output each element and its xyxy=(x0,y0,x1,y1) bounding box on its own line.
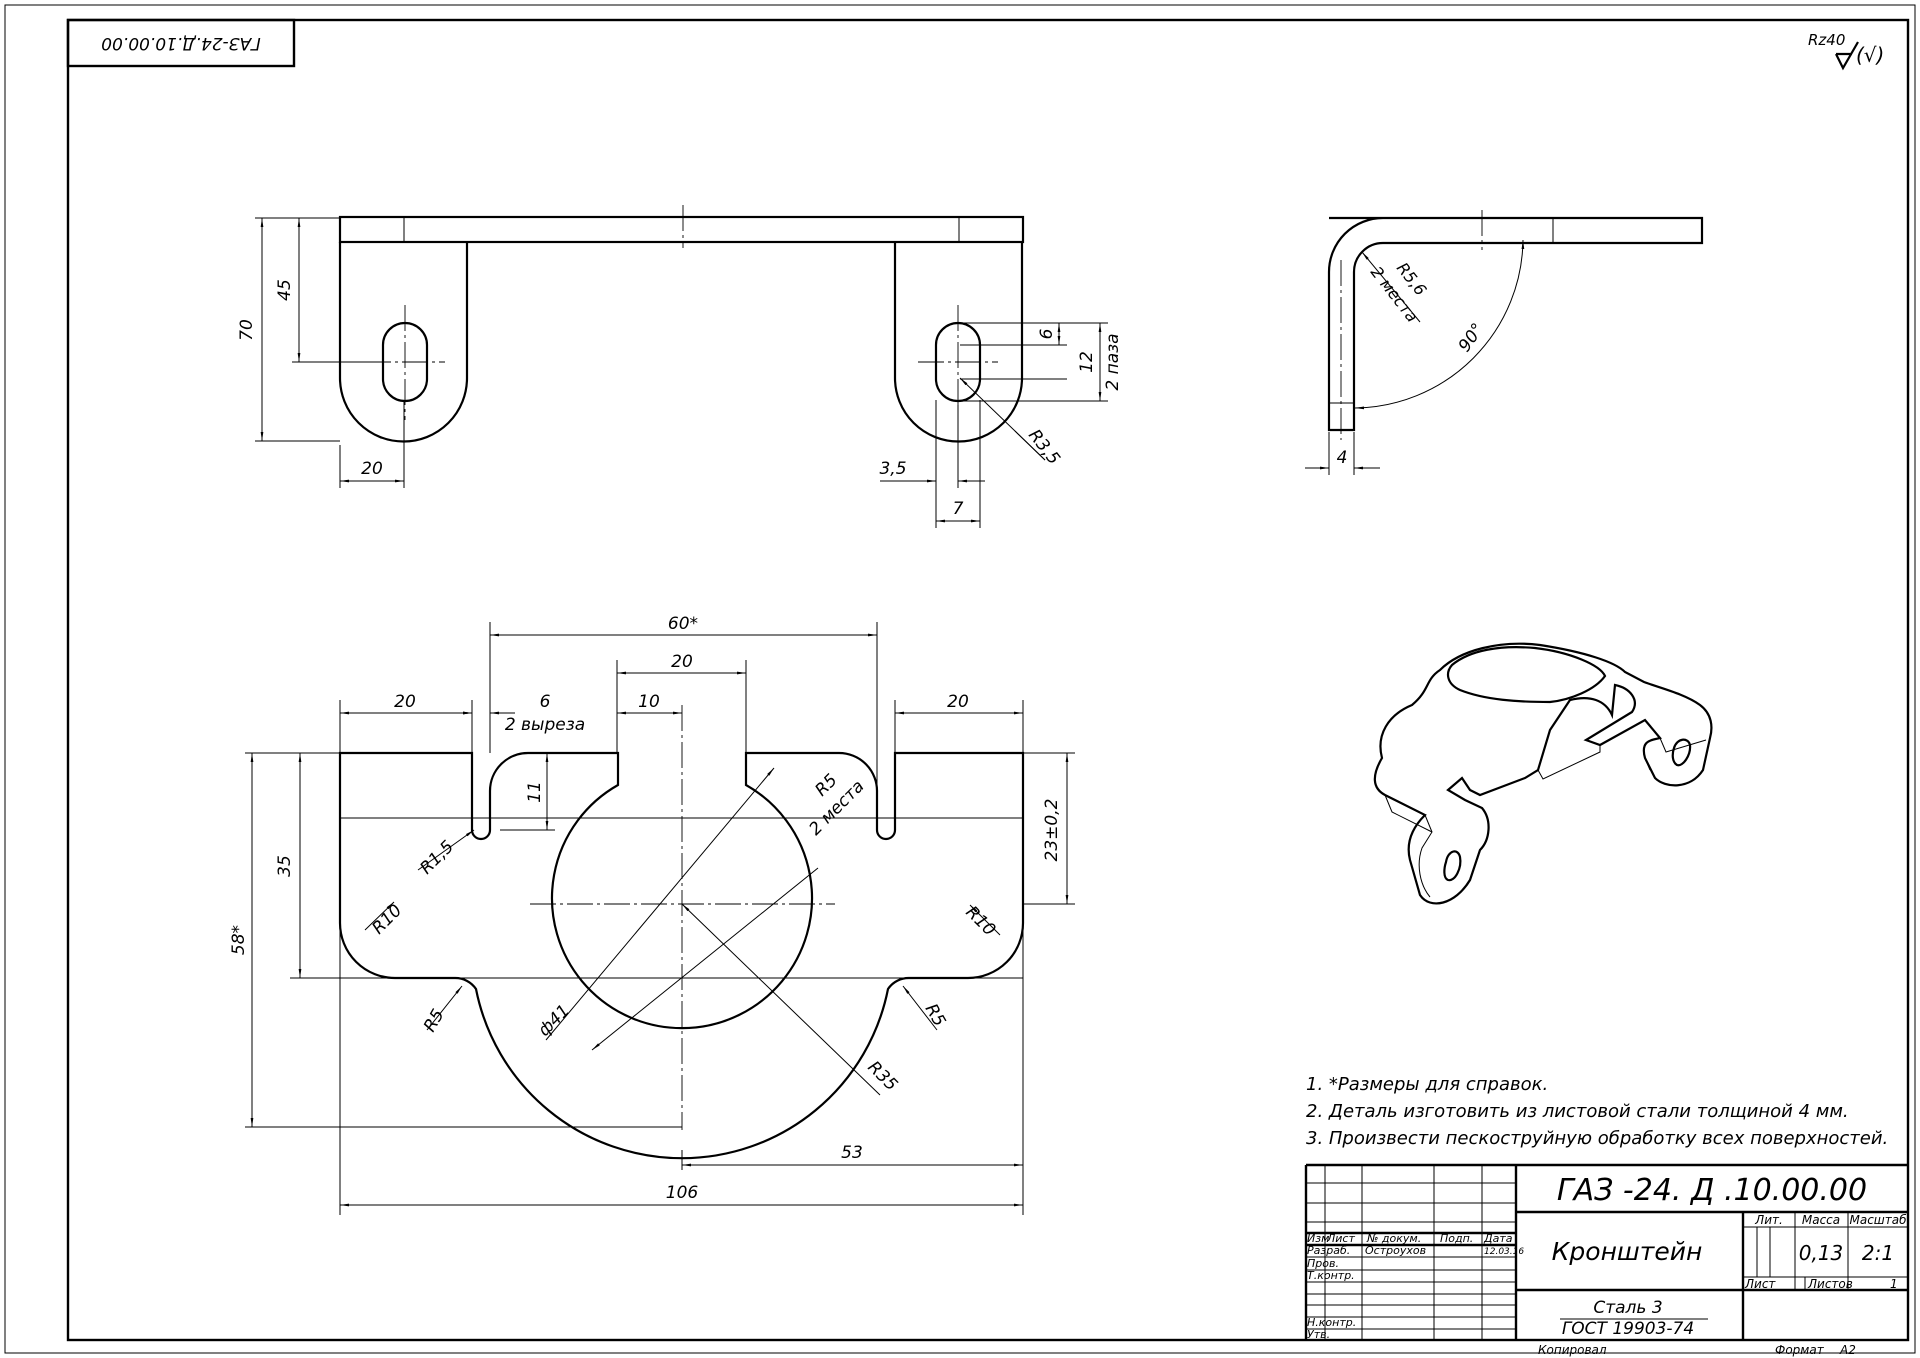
tb-scale-value: 2:1 xyxy=(1862,1241,1894,1265)
dim-6-slot: 6 xyxy=(1037,328,1057,339)
dim-r1-5: R1,5 xyxy=(416,837,458,879)
technical-notes: 1. *Размеры для справок. 2. Деталь изгот… xyxy=(1306,1074,1888,1149)
title-block xyxy=(1304,1163,1908,1341)
roughness-value: Rz40 xyxy=(1808,31,1845,49)
dim-4-thickness: 4 xyxy=(1337,448,1348,468)
dim-11: 11 xyxy=(525,781,545,803)
tb-kopiroval: Копировал xyxy=(1538,1343,1607,1357)
tb-row-razrab: Разраб. xyxy=(1307,1244,1350,1257)
plan-view-dimensions xyxy=(245,622,1075,1215)
dim-58: 58* xyxy=(229,925,249,955)
tb-masshtab: Масштаб xyxy=(1849,1213,1907,1227)
tb-col-list: Лист xyxy=(1326,1232,1355,1245)
dim-6-cut: 6 xyxy=(540,692,551,712)
title-drawing-code: ГАЗ -24. Д .10.00.00 xyxy=(1557,1173,1867,1208)
dim-r5-right: R5 xyxy=(921,1001,950,1031)
title-part-name: Кронштейн xyxy=(1552,1237,1703,1266)
dim-12-slot: 12 xyxy=(1077,351,1097,373)
dim-20-right: 20 xyxy=(947,692,969,712)
dim-2-cuts: 2 выреза xyxy=(505,715,585,735)
dim-20-front: 20 xyxy=(361,459,383,479)
dim-r10-left: R10 xyxy=(368,901,406,939)
dim-r10-right: R10 xyxy=(961,902,999,940)
plan-view xyxy=(338,705,1025,1160)
tb-listov: Листов xyxy=(1807,1277,1853,1291)
front-view-dimensions xyxy=(255,217,1108,528)
roughness-symbol: Rz40 (√) xyxy=(1808,31,1884,71)
title-material-2: ГОСТ 19903-74 xyxy=(1562,1319,1694,1339)
tb-row-prov: Пров. xyxy=(1307,1257,1339,1270)
dim-45: 45 xyxy=(275,279,295,301)
tb-col-data: Дата xyxy=(1483,1232,1513,1245)
dim-slots-count: 2 паза xyxy=(1103,333,1123,390)
dim-10: 10 xyxy=(638,692,660,712)
note-3: 3. Произвести пескоструйную обработку вс… xyxy=(1306,1128,1888,1149)
title-material-1: Сталь 3 xyxy=(1593,1298,1662,1318)
note-2: 2. Деталь изготовить из листовой стали т… xyxy=(1306,1101,1849,1122)
tb-row-nkontr: Н.контр. xyxy=(1307,1316,1356,1329)
tb-row-utv: Утв. xyxy=(1307,1328,1330,1341)
tb-date: 12.03.16 xyxy=(1484,1247,1524,1257)
tb-row-tkontr: Т.контр. xyxy=(1307,1269,1355,1282)
dim-23: 23±0,2 xyxy=(1042,799,1062,862)
tb-listov-value: 1 xyxy=(1890,1277,1898,1291)
side-view-dimensions xyxy=(1305,239,1525,475)
tb-massa: Масса xyxy=(1802,1213,1840,1227)
dim-35: 35 xyxy=(275,855,295,877)
dim-r3-5: R3,5 xyxy=(1024,426,1064,469)
dim-dia-41: ф41 xyxy=(534,1001,574,1041)
sheet-frame xyxy=(4,4,1916,1354)
dim-106: 106 xyxy=(666,1183,699,1203)
front-view xyxy=(338,205,1025,443)
dim-70: 70 xyxy=(237,319,257,341)
dim-7: 7 xyxy=(953,499,964,519)
dim-53: 53 xyxy=(841,1143,863,1163)
dim-3-5: 3,5 xyxy=(879,459,906,479)
isometric-view xyxy=(1373,642,1713,905)
dim-60: 60* xyxy=(668,614,698,634)
tb-col-podp: Подп. xyxy=(1440,1232,1473,1245)
tb-format: Формат xyxy=(1775,1343,1825,1357)
tb-col-izm: Изм xyxy=(1307,1232,1329,1245)
tb-format-value: А2 xyxy=(1839,1343,1856,1357)
roughness-paren: (√) xyxy=(1856,43,1884,67)
tb-developer: Остроухов xyxy=(1365,1244,1426,1257)
tb-mass-value: 0,13 xyxy=(1799,1241,1844,1265)
rotated-drawing-code: ГАЗ-24.Д.10.00.00 xyxy=(101,33,261,53)
dim-r5-left: R5 xyxy=(420,1006,449,1036)
dim-r35: R35 xyxy=(863,1057,901,1095)
dim-20-center: 20 xyxy=(671,652,693,672)
dim-90-deg: 90° xyxy=(1455,320,1489,356)
tb-list: Лист xyxy=(1744,1277,1776,1291)
tb-col-doc: № докум. xyxy=(1366,1232,1421,1245)
dim-20-left: 20 xyxy=(394,692,416,712)
tb-lit: Лит. xyxy=(1754,1213,1783,1227)
note-1: 1. *Размеры для справок. xyxy=(1306,1074,1548,1095)
